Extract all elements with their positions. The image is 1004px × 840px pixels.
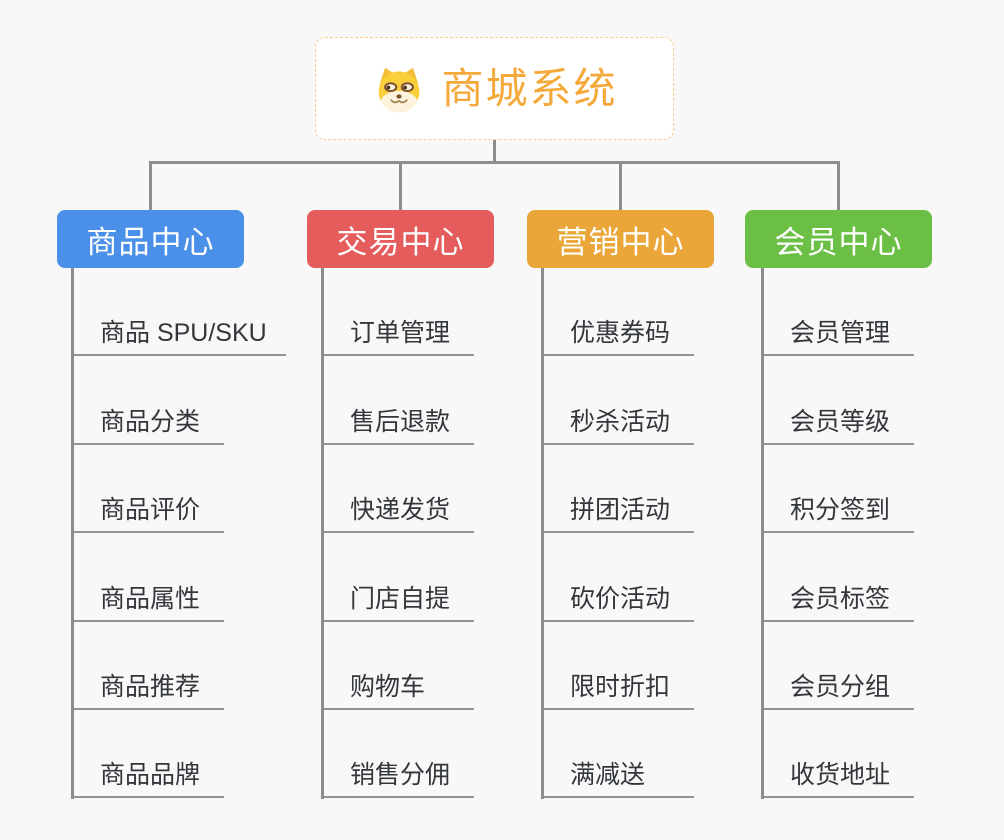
subtopic-node[interactable]: 限时折扣 xyxy=(544,622,694,710)
subtopic-node[interactable]: 快递发货 xyxy=(324,445,474,534)
branch-node-trade-center[interactable]: 交易中心 xyxy=(307,210,494,268)
subtopic-node[interactable]: 秒杀活动 xyxy=(544,356,694,445)
connector-root-drop xyxy=(493,140,496,161)
branch-children-marketing: 优惠券码 秒杀活动 拼团活动 砍价活动 限时折扣 满减送 xyxy=(541,268,694,799)
subtopic-node[interactable]: 会员管理 xyxy=(764,268,914,357)
connector-drop-3 xyxy=(619,164,622,210)
subtopic-node[interactable]: 商品推荐 xyxy=(74,622,224,710)
subtopic-node[interactable]: 拼团活动 xyxy=(544,445,694,534)
subtopic-node[interactable]: 商品品牌 xyxy=(74,710,224,799)
connector-drop-4 xyxy=(837,164,840,210)
root-node[interactable]: 商城系统 xyxy=(315,37,674,140)
subtopic-node[interactable]: 商品评价 xyxy=(74,445,224,534)
subtopic-node[interactable]: 会员分组 xyxy=(764,622,914,710)
branch-node-product-center[interactable]: 商品中心 xyxy=(57,210,244,268)
subtopic-node[interactable]: 优惠券码 xyxy=(544,268,694,357)
branch-children-member: 会员管理 会员等级 积分签到 会员标签 会员分组 收货地址 xyxy=(761,268,914,799)
subtopic-node[interactable]: 购物车 xyxy=(324,622,474,710)
shiba-dog-icon xyxy=(379,67,420,112)
subtopic-node[interactable]: 商品属性 xyxy=(74,533,224,622)
subtopic-node[interactable]: 订单管理 xyxy=(324,268,474,357)
subtopic-node[interactable]: 积分签到 xyxy=(764,445,914,534)
branch-children-product: 商品 SPU/SKU 商品分类 商品评价 商品属性 商品推荐 商品品牌 xyxy=(71,268,286,799)
subtopic-node[interactable]: 商品分类 xyxy=(74,356,224,445)
subtopic-node[interactable]: 门店自提 xyxy=(324,533,474,622)
branch-node-member-center[interactable]: 会员中心 xyxy=(745,210,932,268)
subtopic-node[interactable]: 会员标签 xyxy=(764,533,914,622)
subtopic-node[interactable]: 销售分佣 xyxy=(324,710,474,799)
subtopic-node[interactable]: 砍价活动 xyxy=(544,533,694,622)
subtopic-node[interactable]: 满减送 xyxy=(544,710,694,799)
root-title: 商城系统 xyxy=(441,64,618,112)
branch-node-marketing-center[interactable]: 营销中心 xyxy=(527,210,714,268)
connector-drop-1 xyxy=(149,164,152,210)
connector-drop-2 xyxy=(399,164,402,210)
subtopic-node[interactable]: 售后退款 xyxy=(324,356,474,445)
subtopic-node[interactable]: 会员等级 xyxy=(764,356,914,445)
connector-bus xyxy=(149,161,840,164)
subtopic-node[interactable]: 商品 SPU/SKU xyxy=(74,268,286,357)
branch-children-trade: 订单管理 售后退款 快递发货 门店自提 购物车 销售分佣 xyxy=(321,268,474,799)
subtopic-node[interactable]: 收货地址 xyxy=(764,710,914,799)
